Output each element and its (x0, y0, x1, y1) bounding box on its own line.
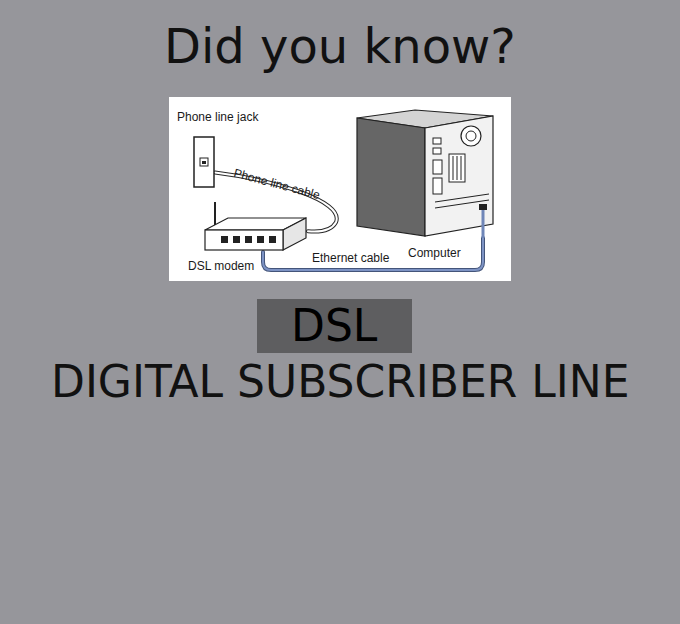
computer-tower-drawing (355, 108, 495, 238)
part-label: Computer (408, 246, 461, 260)
dsl-modem: DSL modem (203, 200, 308, 252)
box-text: DSL (291, 301, 377, 351)
expansion-text: DIGITAL SUBSCRIBER LINE (51, 356, 630, 408)
acronym-box: DSL (257, 299, 412, 353)
phone-jack: Phone line jack (193, 136, 215, 188)
page-title: Did you know? (164, 18, 516, 74)
part-label: DSL modem (188, 259, 254, 273)
phone-jack-drawing (193, 136, 215, 188)
computer-tower: Computer (355, 108, 495, 238)
cable-label: Ethernet cable (310, 251, 391, 265)
dsl-modem-drawing (203, 200, 308, 252)
part-label: Phone line jack (177, 110, 258, 124)
